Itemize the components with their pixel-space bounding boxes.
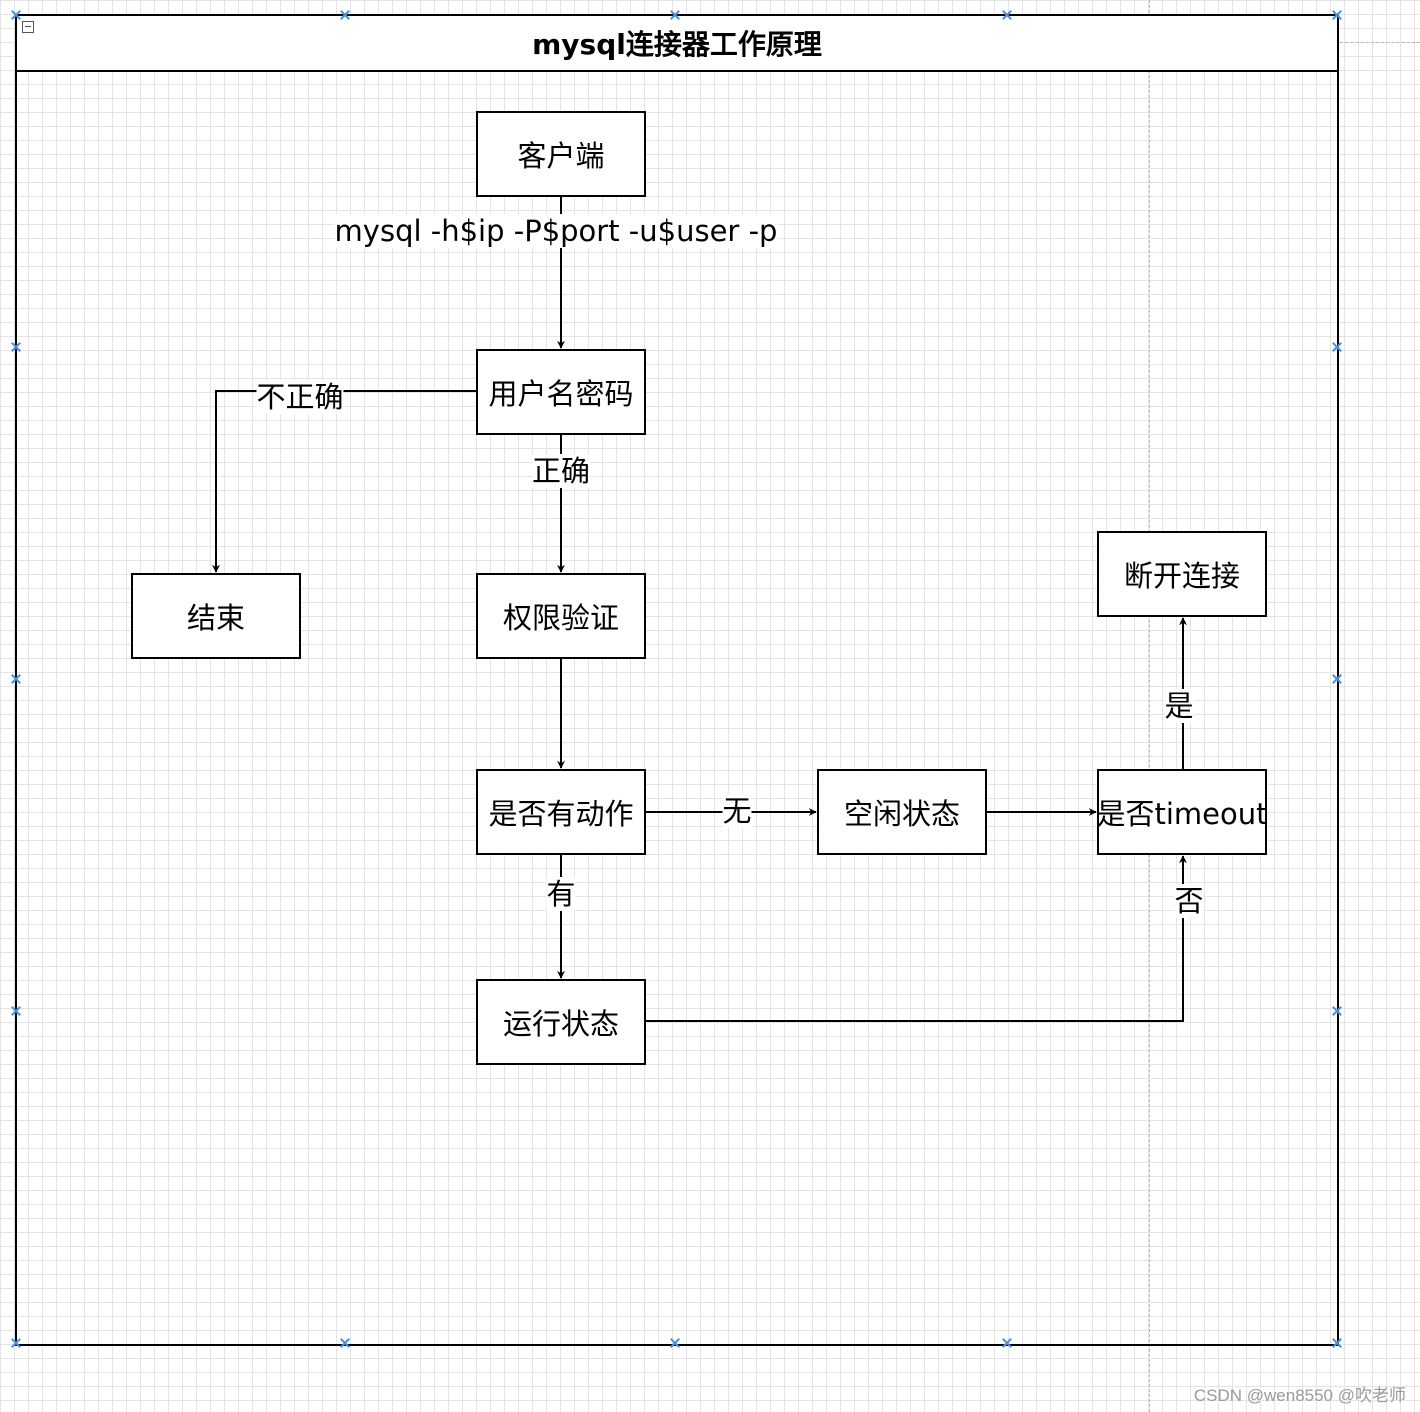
node-disconnect-label: 断开连接 xyxy=(1123,559,1240,593)
resize-handle-bottom-1[interactable] xyxy=(340,1338,350,1348)
node-permission-label: 权限验证 xyxy=(502,601,619,635)
resize-handle-right-1[interactable] xyxy=(1332,342,1342,352)
resize-handle-top-2[interactable] xyxy=(670,10,680,20)
node-credentials-label: 用户名密码 xyxy=(488,377,634,411)
edge-label-no: 否 xyxy=(1174,884,1204,918)
frame-title: mysql连接器工作原理 xyxy=(17,16,1337,72)
node-timeout-check[interactable]: 是否timeout xyxy=(1096,769,1268,855)
guide-line-vertical xyxy=(1149,0,1150,1412)
resize-handle-right-3[interactable] xyxy=(1332,1006,1342,1016)
edge-credentials-end xyxy=(212,390,477,573)
node-client[interactable]: 客户端 xyxy=(476,111,646,197)
node-permission[interactable]: 权限验证 xyxy=(476,573,646,659)
node-has-action[interactable]: 是否有动作 xyxy=(476,769,646,855)
guide-line-horizontal xyxy=(1340,42,1420,43)
node-idle[interactable]: 空闲状态 xyxy=(817,769,987,855)
resize-handle-bottom-3[interactable] xyxy=(1002,1338,1012,1348)
resize-handle-top-3[interactable] xyxy=(1002,10,1012,20)
resize-handle-left-1[interactable] xyxy=(11,342,21,352)
resize-handle-bottom-right[interactable] xyxy=(1332,1338,1342,1348)
node-running[interactable]: 运行状态 xyxy=(476,979,646,1065)
edge-running-timeout xyxy=(645,855,1187,1022)
watermark: CSDN @wen8550 @吹老师 xyxy=(1193,1386,1406,1405)
node-running-label: 运行状态 xyxy=(502,1007,619,1041)
node-idle-label: 空闲状态 xyxy=(843,797,960,831)
node-end-label: 结束 xyxy=(186,601,245,635)
resize-handle-bottom-left[interactable] xyxy=(11,1338,21,1348)
diagram-title: mysql连接器工作原理 xyxy=(532,28,822,61)
node-timeout-check-label: 是否timeout xyxy=(1096,797,1268,831)
edge-label-incorrect: 不正确 xyxy=(256,380,344,414)
resize-handle-top-left[interactable] xyxy=(11,10,21,20)
edge-label-connect-command: mysql -h$ip -P$port -u$user -p xyxy=(334,214,778,248)
resize-handle-top-1[interactable] xyxy=(340,10,350,20)
edge-label-no-action: 无 xyxy=(722,794,752,828)
node-credentials[interactable]: 用户名密码 xyxy=(476,349,646,435)
edge-label-correct: 正确 xyxy=(531,454,591,488)
node-end[interactable]: 结束 xyxy=(131,573,301,659)
resize-handle-bottom-2[interactable] xyxy=(670,1338,680,1348)
edge-label-yes: 是 xyxy=(1164,689,1194,723)
resize-handle-right-2[interactable] xyxy=(1332,674,1342,684)
node-client-label: 客户端 xyxy=(517,139,605,173)
resize-handle-top-right[interactable] xyxy=(1332,10,1342,20)
node-has-action-label: 是否有动作 xyxy=(488,797,634,831)
resize-handle-left-3[interactable] xyxy=(11,1006,21,1016)
resize-handle-left-2[interactable] xyxy=(11,674,21,684)
node-disconnect[interactable]: 断开连接 xyxy=(1097,531,1267,617)
edge-label-has-action: 有 xyxy=(546,877,576,911)
collapse-icon[interactable] xyxy=(22,21,34,33)
